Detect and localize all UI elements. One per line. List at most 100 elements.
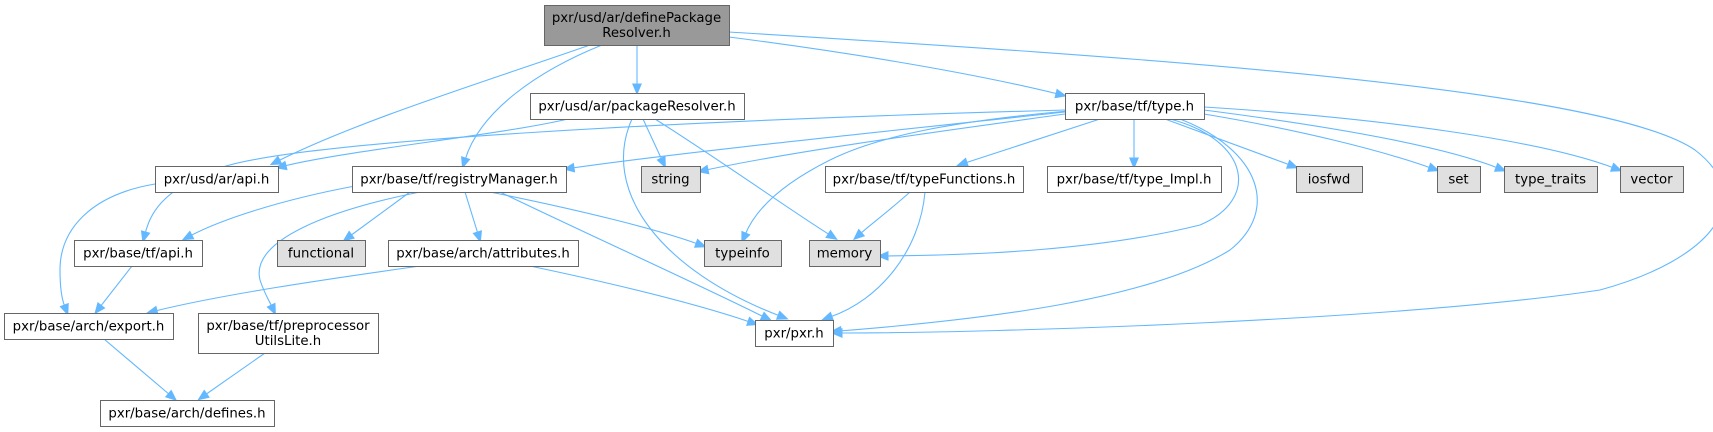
arrowhead-icon (876, 251, 889, 261)
arrowhead-icon (775, 310, 789, 320)
edge-line (154, 265, 421, 312)
arrowhead-icon (956, 157, 969, 167)
edge-type-to-registryManager (562, 111, 1066, 173)
node-box (1437, 166, 1481, 193)
node-tfApi[interactable]: pxr/base/tf/api.h (74, 240, 203, 267)
node-label: pxr/base/tf/type.h (1075, 100, 1194, 115)
arrowhead-icon (1609, 162, 1623, 172)
edge-arApi-to-export (59, 183, 156, 316)
edge-line (99, 265, 133, 308)
edge-registryManager-to-attributes (464, 191, 482, 243)
edge-line (59, 183, 156, 308)
edge-type-to-set (1203, 113, 1440, 172)
arrowhead-icon (94, 301, 106, 315)
edge-line (283, 118, 569, 167)
node-box[interactable] (74, 240, 203, 267)
edge-line (654, 118, 831, 236)
edge-line (499, 191, 765, 318)
edge-line (103, 338, 171, 396)
edge-root-to-type (728, 36, 1068, 99)
node-defines[interactable]: pxr/base/arch/defines.h (100, 400, 275, 427)
edge-type-to-string (696, 113, 1066, 175)
node-registryManager[interactable]: pxr/base/tf/registryManager.h (352, 166, 567, 193)
arrowhead-icon (746, 316, 759, 326)
node-typeinfo: typeinfo (704, 240, 782, 267)
arrowhead-icon (829, 325, 842, 336)
edge-line (464, 191, 479, 235)
node-box[interactable] (755, 320, 834, 347)
arrowhead-icon (1427, 162, 1440, 172)
arrowhead-icon (825, 229, 838, 240)
node-label: iosfwd (1308, 173, 1351, 188)
node-box[interactable] (155, 166, 279, 193)
edge-export-to-defines (103, 338, 178, 402)
node-box[interactable] (198, 313, 379, 354)
arrowhead-icon (197, 389, 210, 401)
node-typeImpl[interactable]: pxr/base/tf/type_Impl.h (1047, 166, 1222, 193)
arrowhead-icon (853, 228, 866, 241)
node-label: pxr/usd/ar/api.h (164, 173, 270, 188)
node-box (277, 240, 366, 267)
node-pxr[interactable]: pxr/pxr.h (755, 320, 834, 347)
node-box[interactable] (530, 93, 745, 120)
node-label: pxr/base/arch/defines.h (108, 407, 265, 422)
node-label: typeinfo (715, 247, 770, 262)
edge-line (964, 118, 1101, 164)
node-type_traits: type_traits (1504, 166, 1598, 193)
node-box (1296, 166, 1363, 193)
node-export[interactable]: pxr/base/arch/export.h (4, 313, 174, 340)
node-type[interactable]: pxr/base/tf/type.h (1065, 93, 1205, 120)
arrowhead-icon (759, 311, 773, 322)
node-attributes[interactable]: pxr/base/arch/attributes.h (388, 240, 579, 267)
edge-line (571, 111, 1066, 169)
node-packageResolver[interactable]: pxr/usd/ar/packageResolver.h (530, 93, 745, 120)
arrowhead-icon (821, 311, 835, 321)
node-label: functional (288, 247, 354, 262)
edge-packageResolver-to-memory (654, 118, 838, 240)
node-box[interactable] (1065, 93, 1205, 120)
edge-packageResolver-to-arApi (274, 118, 569, 171)
arrowhead-icon (164, 389, 178, 402)
node-box[interactable] (544, 5, 730, 46)
node-set: set (1437, 166, 1481, 193)
edge-line (744, 109, 1081, 236)
node-box[interactable] (1047, 166, 1222, 193)
node-box[interactable] (825, 166, 1024, 193)
edge-type-to-pxr (829, 118, 1258, 336)
node-box[interactable] (4, 313, 174, 340)
edge-typeFunctions-to-memory (853, 191, 911, 241)
arrowhead-icon (461, 156, 471, 169)
edge-root-to-arApi (269, 44, 591, 166)
arrowhead-icon (140, 230, 151, 243)
node-box[interactable] (100, 400, 275, 427)
node-label: Resolver.h (602, 26, 671, 41)
node-label: pxr/base/arch/attributes.h (396, 247, 570, 262)
node-arApi[interactable]: pxr/usd/ar/api.h (155, 166, 279, 193)
edge-line (189, 185, 356, 237)
arrowhead-icon (269, 155, 283, 166)
arrowhead-icon (693, 238, 707, 248)
edge-tfApi-to-export (94, 265, 133, 315)
edge-type-to-memory (876, 118, 1239, 261)
node-box (1620, 166, 1684, 193)
edge-attributes-to-export (145, 265, 421, 316)
node-typeFunctions[interactable]: pxr/base/tf/typeFunctions.h (825, 166, 1024, 193)
node-label: set (1448, 173, 1468, 188)
node-box (1504, 166, 1598, 193)
node-box (704, 240, 782, 267)
node-label: memory (817, 247, 873, 262)
edge-line (144, 109, 1066, 235)
edge-line (885, 118, 1239, 257)
edge-type-to-typeImpl (1129, 119, 1139, 170)
edge-line (1203, 106, 1615, 169)
edge-line (204, 352, 266, 396)
node-box[interactable] (388, 240, 579, 267)
node-label: vector (1630, 173, 1673, 188)
node-label: pxr/base/tf/typeFunctions.h (833, 173, 1016, 188)
node-box[interactable] (352, 166, 567, 193)
node-iosfwd: iosfwd (1296, 166, 1363, 193)
